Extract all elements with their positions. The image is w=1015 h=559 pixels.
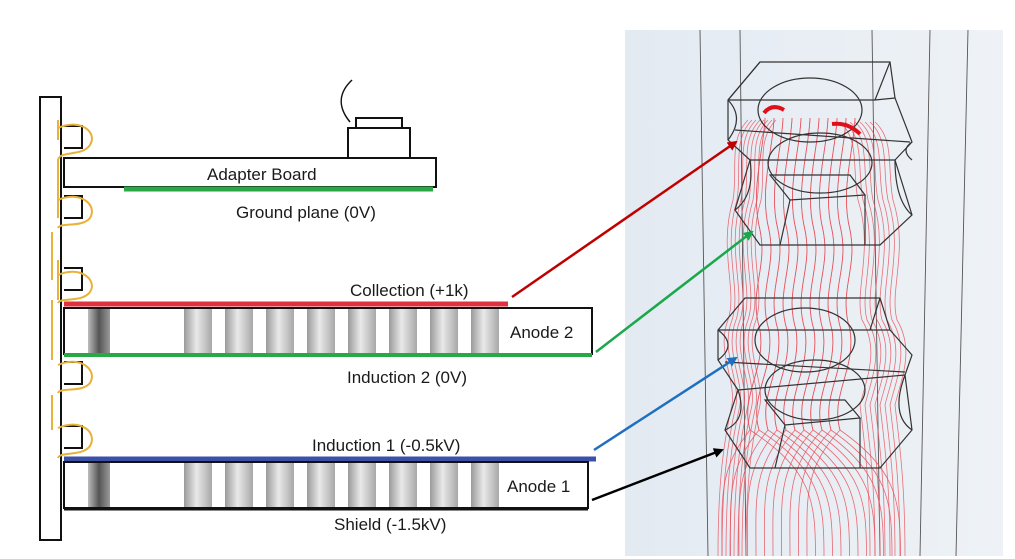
hole-cylinder xyxy=(184,309,212,353)
connector-pad xyxy=(64,195,83,219)
anode2-holes xyxy=(88,309,499,353)
hole-cylinder xyxy=(471,463,499,507)
ground-plane-label: Ground plane (0V) xyxy=(236,203,376,222)
connector-pad xyxy=(64,125,83,149)
field-line xyxy=(869,121,902,557)
simulation-panel xyxy=(625,29,1003,557)
field-line xyxy=(725,119,757,557)
induction1-label: Induction 1 (-0.5kV) xyxy=(312,436,460,455)
upper-hole-structure xyxy=(727,61,913,246)
hole-cylinder xyxy=(307,309,335,353)
shield-label: Shield (-1.5kV) xyxy=(334,515,446,534)
induction2-label: Induction 2 (0V) xyxy=(347,368,467,387)
collection-highlight-left xyxy=(762,105,786,115)
induction2-arrow xyxy=(595,230,754,353)
hole-cylinder xyxy=(348,463,376,507)
hole-cylinder xyxy=(430,309,458,353)
adapter-board-label: Adapter Board xyxy=(207,165,317,184)
hole-cylinder xyxy=(307,463,335,507)
connector-box xyxy=(347,127,411,159)
adapter-board xyxy=(63,157,437,188)
simulation-background xyxy=(625,30,1003,556)
field-line xyxy=(849,121,882,557)
connector-pad xyxy=(64,267,83,291)
hole-cylinder xyxy=(266,463,294,507)
collection-arrow xyxy=(511,140,738,299)
shield-arrow xyxy=(591,448,724,502)
anode1-holes xyxy=(88,463,499,507)
collection-label: Collection (+1k) xyxy=(350,281,469,300)
field-line xyxy=(745,119,777,557)
anode1-label: Anode 1 xyxy=(507,477,570,496)
backplane xyxy=(39,96,62,541)
hole-cylinder xyxy=(225,463,253,507)
connector-cap xyxy=(355,117,403,129)
dark-hole xyxy=(88,309,110,353)
hole-cylinder xyxy=(389,463,417,507)
field-line xyxy=(729,119,761,557)
hole-cylinder xyxy=(348,309,376,353)
hole-cylinder xyxy=(266,309,294,353)
field-line xyxy=(839,121,872,557)
hole-cylinder xyxy=(389,309,417,353)
lower-hole-structure xyxy=(717,297,913,469)
field-line xyxy=(844,121,877,557)
induction1-arrow xyxy=(593,356,738,452)
connector-pad xyxy=(64,425,83,449)
connector-pad xyxy=(64,361,83,385)
hole-cylinder xyxy=(184,463,212,507)
connector-cable xyxy=(340,79,353,123)
hole-cylinder xyxy=(225,309,253,353)
field-line xyxy=(859,121,892,557)
dark-hole xyxy=(88,463,110,507)
field-line xyxy=(854,121,887,557)
field-line xyxy=(737,119,769,557)
collection-highlight-right xyxy=(831,121,862,136)
field-line xyxy=(721,119,753,557)
simulation-guide-lines xyxy=(699,29,969,557)
hole-cylinder xyxy=(471,309,499,353)
anode2-label: Anode 2 xyxy=(510,323,573,342)
field-line xyxy=(741,119,773,557)
hole-cylinder xyxy=(430,463,458,507)
cross-section: Adapter Board Ground plane (0V) Collecti… xyxy=(39,79,596,541)
field-line xyxy=(874,121,907,557)
wiring xyxy=(51,120,93,459)
